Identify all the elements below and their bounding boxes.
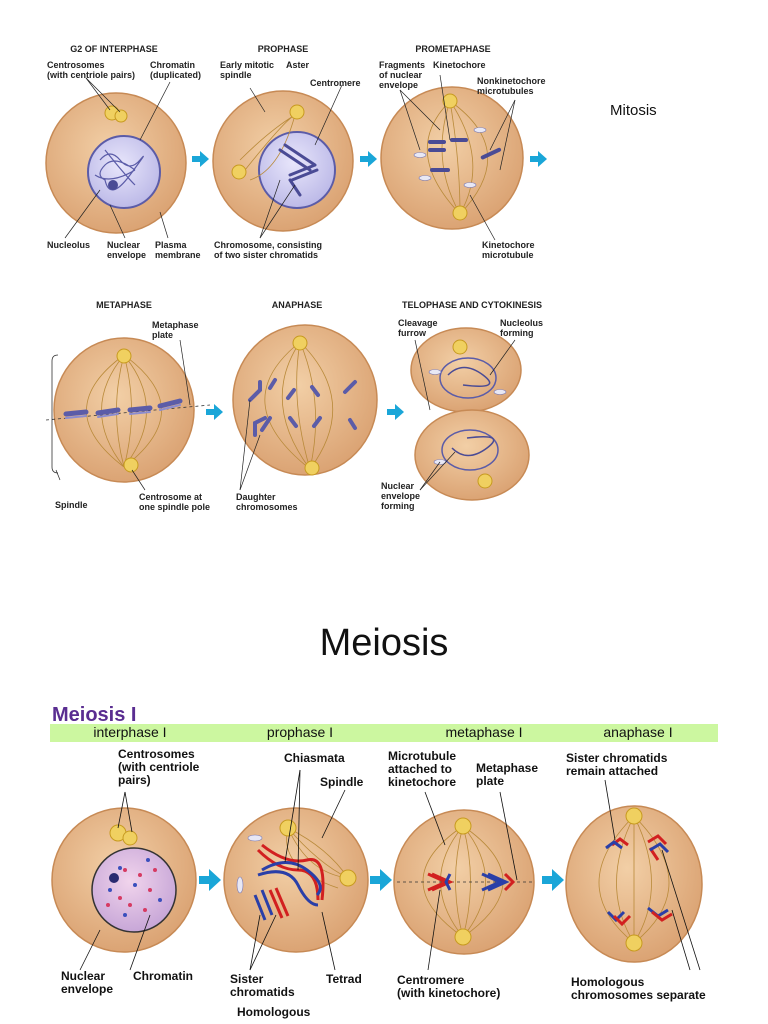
centrosome — [304, 460, 320, 476]
arrow-right-icon — [206, 404, 223, 420]
label-sister-chromatids: Sister chromatids — [230, 972, 295, 999]
side-label-mitosis: Mitosis — [610, 102, 657, 119]
centrosome — [116, 348, 132, 364]
centrosome — [279, 819, 297, 837]
label-fragments: Fragments of nuclear envelope — [379, 60, 426, 90]
label-plasma-membrane: Plasma membrane — [155, 240, 201, 260]
section-title: Meiosis — [319, 622, 449, 664]
phase-label-prophase: prophase I — [266, 724, 334, 740]
arrow-right-icon — [370, 869, 392, 891]
arrow-right-icon — [530, 151, 547, 167]
label-microtubule: Microtubule attached to kinetochore — [388, 749, 457, 789]
arrow-right-icon — [192, 151, 209, 167]
centrosome — [114, 109, 128, 123]
centrosome — [452, 339, 468, 355]
label-sister-attached: Sister chromatids remain attached — [566, 751, 668, 778]
centrosome — [452, 205, 468, 221]
label-meiosis-metaphase-plate: Metaphase plate — [476, 761, 539, 788]
arrow-right-icon — [387, 404, 404, 420]
nucleolus — [108, 180, 118, 190]
label-aster: Aster — [286, 60, 310, 70]
stage-label-anaphase: ANAPHASE — [271, 300, 323, 310]
centrosome — [625, 807, 643, 825]
phase-band — [50, 724, 718, 742]
cell-telophase — [410, 327, 530, 501]
label-envelope-forming: Nuclear envelope forming — [381, 481, 421, 511]
cell-g2-interphase — [45, 92, 187, 234]
cell-prophase-i — [223, 807, 369, 953]
cell-prometaphase — [380, 86, 524, 230]
label-cleavage: Cleavage furrow — [398, 318, 438, 338]
label-meiosis-centromere: Centromere (with kinetochore) — [397, 973, 501, 1000]
label-early-spindle: Early mitotic spindle — [220, 60, 275, 80]
cell-anaphase — [232, 324, 378, 476]
label-meiosis-spindle: Spindle — [320, 775, 364, 789]
stage-label-prometaphase: PROMETAPHASE — [415, 44, 491, 54]
label-chromatin: Chromatin (duplicated) — [150, 60, 201, 80]
centrosome — [454, 928, 472, 946]
centrosome — [339, 869, 357, 887]
cell-prophase — [212, 90, 354, 232]
label-nonkinetochore: Nonkinetochore microtubules — [477, 76, 546, 96]
centrosome — [122, 830, 138, 846]
nucleus — [87, 135, 161, 209]
stage-label-telophase: TELOPHASE AND CYTOKINESIS — [401, 300, 543, 310]
label-kinetochore: Kinetochore — [433, 60, 486, 70]
cell-metaphase — [45, 337, 211, 483]
nucleolus — [109, 873, 119, 883]
centrosome — [625, 934, 643, 952]
label-centrosome-pole: Centrosome at one spindle pole — [139, 492, 211, 512]
label-spindle: Spindle — [55, 500, 88, 510]
label-tetrad: Tetrad — [326, 972, 362, 986]
meiosis-title: Meiosis I — [52, 704, 137, 726]
label-daughter: Daughter chromosomes — [236, 492, 298, 512]
label-chiasmata: Chiasmata — [284, 751, 345, 765]
label-nucleolus-forming: Nucleolus forming — [500, 318, 544, 338]
centrosome — [292, 335, 308, 351]
label-meiosis-nuclear-envelope: Nuclear envelope — [61, 969, 114, 996]
centrosome — [123, 457, 139, 473]
cell-interphase-i — [51, 807, 197, 953]
centrosome — [454, 817, 472, 835]
label-nuclear-envelope: Nuclear envelope — [107, 240, 147, 260]
arrow-right-icon — [199, 869, 221, 891]
nucleus — [258, 131, 336, 209]
cell-anaphase-i — [565, 805, 703, 963]
label-chromosome: Chromosome, consisting of two sister chr… — [214, 240, 323, 260]
label-meiosis-chromatin: Chromatin — [133, 969, 193, 983]
phase-label-metaphase: metaphase I — [445, 724, 523, 740]
centrosome — [442, 93, 458, 109]
stage-label-prophase: PROPHASE — [257, 44, 309, 54]
label-centromere: Centromere — [310, 78, 361, 88]
arrow-right-icon — [542, 869, 564, 891]
centrosome — [231, 164, 247, 180]
cell-metaphase-i — [393, 809, 535, 955]
label-kinetochore-mt: Kinetochore microtubule — [482, 240, 535, 260]
label-centrosomes: Centrosomes (with centriole pairs) — [47, 60, 136, 80]
arrow-right-icon — [360, 151, 377, 167]
label-nucleolus: Nucleolus — [47, 240, 91, 250]
phase-label-interphase: interphase I — [93, 724, 167, 740]
label-homologous-separate: Homologous chromosomes separate — [571, 975, 706, 1002]
phase-label-anaphase: anaphase I — [603, 724, 673, 740]
stage-label-g2: G2 OF INTERPHASE — [70, 44, 158, 54]
label-homologous: Homologous — [237, 1005, 311, 1019]
centrosome — [477, 473, 493, 489]
nucleus — [91, 847, 177, 933]
label-meiosis-centrosomes: Centrosomes (with centriole pairs) — [118, 747, 200, 787]
stage-label-metaphase: METAPHASE — [96, 300, 152, 310]
label-metaphase-plate: Metaphase plate — [152, 320, 199, 340]
centrosome — [289, 104, 305, 120]
